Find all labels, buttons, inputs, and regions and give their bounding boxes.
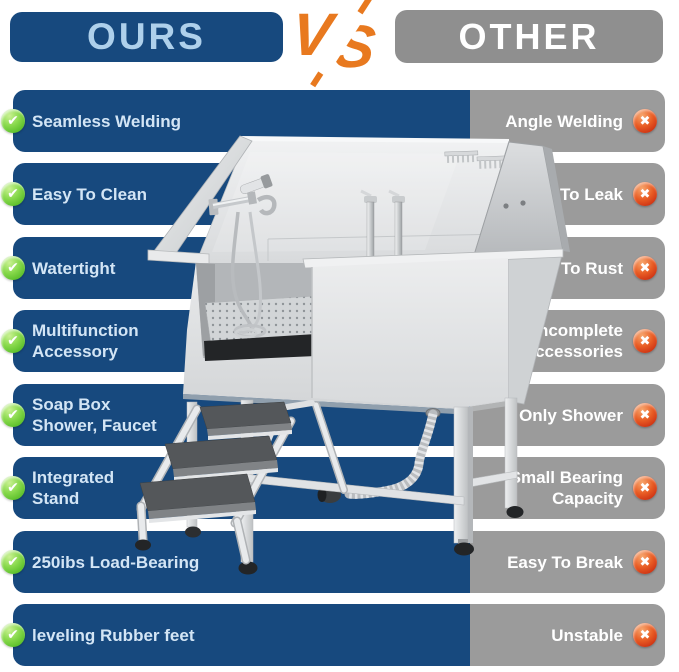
other-feature-label: Unstable [551, 625, 623, 645]
other-feature-label: Easy To Leak [515, 184, 623, 204]
ours-feature-label: Soap Box Shower, Faucet [32, 395, 157, 435]
comparison-row-2: ✔ Easy To Clean Easy To Leak ✖ [1, 163, 665, 225]
check-glyph: ✔ [7, 333, 19, 349]
other-feature-label: Easy To Break [507, 552, 623, 572]
check-icon: ✔ [1, 109, 25, 133]
cross-icon: ✖ [633, 329, 657, 353]
cross-glyph: ✖ [639, 407, 651, 423]
ours-feature-label: Easy To Clean [32, 184, 147, 204]
comparison-row-4: ✔ Multifunction Accessory Incomplete Acc… [1, 310, 665, 372]
check-glyph: ✔ [7, 480, 19, 496]
check-icon: ✔ [1, 623, 25, 647]
comparison-row-1: ✔ Seamless Welding Angle Welding ✖ [1, 90, 665, 152]
check-icon: ✔ [1, 550, 25, 574]
other-feature-label: Angle Welding [505, 111, 623, 131]
cross-icon: ✖ [633, 182, 657, 206]
cross-glyph: ✖ [639, 480, 651, 496]
cross-icon: ✖ [633, 623, 657, 647]
cross-icon: ✖ [633, 403, 657, 427]
other-header-label: OTHER [458, 15, 600, 57]
check-glyph: ✔ [7, 627, 19, 643]
ours-feature-label: Seamless Welding [32, 111, 181, 131]
cross-icon: ✖ [633, 550, 657, 574]
other-feature-label: Incomplete Accessories [522, 321, 623, 361]
comparison-row-7: ✔ 250ibs Load-Bearing Easy To Break ✖ [1, 531, 665, 593]
cross-glyph: ✖ [639, 554, 651, 570]
cross-icon: ✖ [633, 476, 657, 500]
comparison-row-3: ✔ Watertight Easy To Rust ✖ [1, 237, 665, 299]
other-feature-label: Easy To Rust [516, 258, 623, 278]
comparison-row-6: ✔ Integrated Stand Small Bearing Capacit… [1, 457, 665, 519]
ours-feature-label: leveling Rubber feet [32, 625, 195, 645]
comparison-row-8: ✔ leveling Rubber feet Unstable ✖ [1, 604, 665, 666]
cross-icon: ✖ [633, 256, 657, 280]
ours-feature-label: Watertight [32, 258, 116, 278]
cross-glyph: ✖ [639, 260, 651, 276]
ours-feature-label: 250ibs Load-Bearing [32, 552, 200, 572]
ours-feature-label: Multifunction Accessory [32, 321, 139, 361]
vs-mark: V S [288, 0, 392, 88]
check-icon: ✔ [1, 182, 25, 206]
check-glyph: ✔ [7, 113, 19, 129]
other-header-badge: OTHER [395, 10, 663, 63]
check-icon: ✔ [1, 329, 25, 353]
other-feature-label: Small Bearing Capacity [509, 468, 623, 508]
cross-glyph: ✖ [639, 333, 651, 349]
cross-glyph: ✖ [639, 627, 651, 643]
check-glyph: ✔ [7, 407, 19, 423]
check-icon: ✔ [1, 476, 25, 500]
cross-glyph: ✖ [639, 186, 651, 202]
check-glyph: ✔ [7, 186, 19, 202]
ours-header-badge: OURS [10, 12, 283, 62]
ours-feature-label: Integrated Stand [32, 468, 115, 508]
cross-glyph: ✖ [639, 113, 651, 129]
check-glyph: ✔ [7, 554, 19, 570]
check-glyph: ✔ [7, 260, 19, 276]
check-icon: ✔ [1, 256, 25, 280]
ours-header-label: OURS [87, 16, 206, 57]
cross-icon: ✖ [633, 109, 657, 133]
other-feature-label: Only Shower [519, 405, 623, 425]
comparison-row-5: ✔ Soap Box Shower, Faucet Only Shower ✖ [1, 384, 665, 446]
check-icon: ✔ [1, 403, 25, 427]
